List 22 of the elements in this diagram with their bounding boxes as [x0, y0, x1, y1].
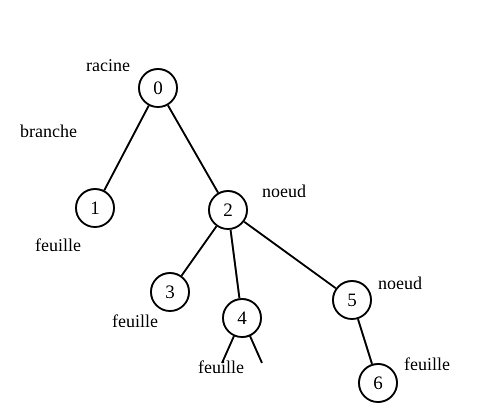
branch-label: branche	[20, 120, 77, 142]
tree-branch-line	[180, 226, 218, 276]
node-caption: noeud	[262, 180, 306, 202]
tree-branch-line	[249, 336, 263, 364]
tree-branch-line	[221, 336, 235, 364]
tree-branch-line	[244, 220, 336, 290]
tree-branch-line	[357, 318, 373, 364]
node-number: 5	[347, 290, 357, 310]
node-number: 6	[373, 374, 383, 392]
node-caption: feuille	[35, 234, 81, 256]
tree-branch-line	[230, 230, 240, 298]
node-caption: feuille	[112, 310, 158, 332]
node-number: 4	[237, 308, 247, 328]
node-number: 3	[165, 282, 175, 302]
node-number: 0	[153, 78, 163, 98]
node-caption: feuille	[404, 353, 450, 376]
node-caption: noeud	[378, 272, 422, 294]
tree-branch-line	[103, 105, 150, 191]
node-caption: feuille	[198, 356, 244, 378]
node-number: 2	[223, 200, 233, 220]
node-number: 1	[90, 198, 100, 218]
node-caption: racine	[85, 54, 130, 76]
